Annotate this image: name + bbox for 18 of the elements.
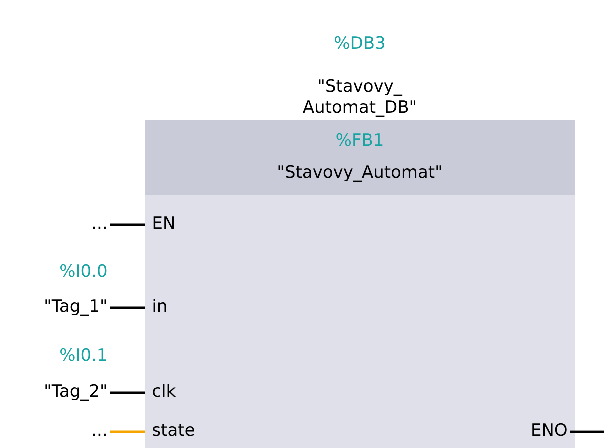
pin-label: clk (153, 384, 176, 398)
pin-label: in (154, 299, 166, 312)
pin-label: ENO (532, 423, 567, 436)
pin-label: state (153, 424, 194, 436)
connection-line (110, 306, 145, 310)
connection-line (110, 430, 145, 434)
operand-label: "Tag_2" (46, 384, 106, 402)
instance-name: "Stavovy_ Automat_DB" (303, 79, 416, 118)
connection-line (110, 392, 145, 394)
address-label: %I0.1 (60, 348, 106, 362)
address-label: %I0.0 (60, 264, 107, 278)
connection-line (110, 224, 145, 226)
pin-label: EN (154, 216, 174, 229)
connection-line (570, 430, 604, 434)
operand-label: ... (93, 226, 106, 229)
operand-label: ... (93, 434, 106, 436)
instance-label: %DB3 (335, 36, 384, 50)
operand-label: "Tag_1" (46, 300, 106, 316)
